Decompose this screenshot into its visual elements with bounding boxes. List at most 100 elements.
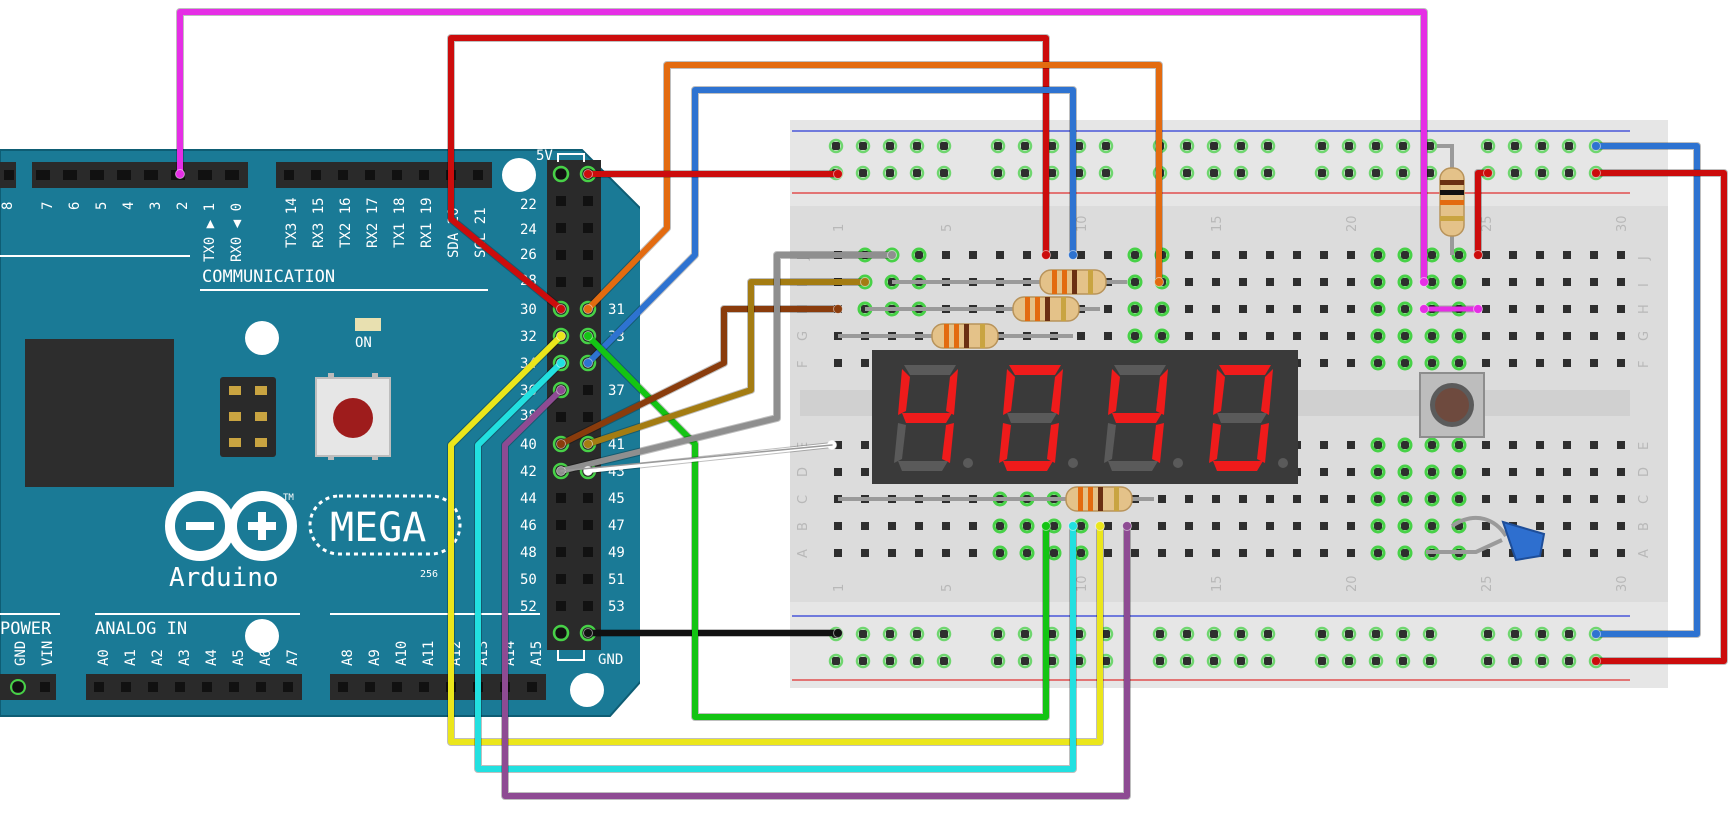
pushbutton[interactable] <box>1419 372 1485 438</box>
breadboard-hole <box>1590 332 1598 340</box>
column-number: 30 <box>1615 575 1630 592</box>
wire-yellow[interactable] <box>448 333 1103 745</box>
wire-end <box>583 628 593 638</box>
pin-label: TX2 16 <box>338 197 354 248</box>
wire-red-rail[interactable] <box>1593 170 1727 664</box>
wire-gray[interactable] <box>558 252 895 474</box>
breadboard-hole <box>1590 278 1598 286</box>
breadboard-hole <box>1536 468 1544 476</box>
breadboard-hole-active <box>1370 355 1386 371</box>
pin-label: A7 <box>285 649 301 666</box>
breadboard-hole-active <box>1424 518 1440 534</box>
pin-label: RX2 17 <box>365 197 381 248</box>
reset-button[interactable] <box>315 373 391 460</box>
breadboard-hole <box>1426 630 1434 638</box>
column-number: 25 <box>1480 215 1495 232</box>
breadboard-hole <box>1426 657 1434 665</box>
rail-hole-active <box>1233 653 1249 669</box>
breadboard-hole <box>1372 142 1380 150</box>
breadboard-hole <box>994 169 1002 177</box>
wire-brown[interactable] <box>558 306 841 447</box>
wire-end <box>556 331 566 341</box>
breadboard-hole <box>1320 332 1328 340</box>
wire-end <box>175 169 185 179</box>
display-digits <box>894 365 1288 471</box>
rail-hole-active <box>1395 138 1411 154</box>
wire-magenta[interactable] <box>177 9 1427 285</box>
breadboard-hole-active <box>1451 355 1467 371</box>
breadboard-hole <box>1264 169 1272 177</box>
on-led <box>355 318 381 331</box>
wire-cyan[interactable] <box>475 360 1076 772</box>
rail-hole-active <box>1561 626 1577 642</box>
breadboard-hole-active <box>1370 274 1386 290</box>
rail-hole-active <box>855 165 871 181</box>
wire-green[interactable] <box>585 333 1049 720</box>
breadboard-hole <box>1426 142 1434 150</box>
five-v-label: 5V <box>536 148 553 164</box>
wire-purple[interactable] <box>502 387 1130 799</box>
breadboard-hole <box>1102 630 1110 638</box>
pin-label: A8 <box>340 649 356 666</box>
pin-socket <box>283 682 293 692</box>
breadboard-hole <box>1455 495 1463 503</box>
pin-label: A5 <box>231 649 247 666</box>
breadboard-hole <box>1590 359 1598 367</box>
wire-red[interactable] <box>448 35 1049 312</box>
breadboard-hole-active <box>1397 355 1413 371</box>
breadboard-hole <box>1075 657 1083 665</box>
rail-hole-active <box>855 626 871 642</box>
breadboard-hole <box>913 657 921 665</box>
wire-olive[interactable] <box>585 279 868 447</box>
breadboard-hole <box>1185 305 1193 313</box>
wire-orange[interactable] <box>585 62 1162 312</box>
breadboard-hole-active <box>1370 518 1386 534</box>
breadboard-hole <box>1617 251 1625 259</box>
wire-blue[interactable] <box>585 87 1076 366</box>
pin-socket <box>67 170 77 180</box>
pin-active <box>552 165 570 183</box>
breadboard-hole <box>1401 522 1409 530</box>
breadboard-hole <box>1104 332 1112 340</box>
wire-blue-rail[interactable] <box>1593 143 1700 637</box>
breadboard-hole <box>1077 522 1085 530</box>
pin-label: 51 <box>608 572 625 588</box>
pin-socket <box>392 682 402 692</box>
breadboard-hole <box>1239 278 1247 286</box>
breadboard-hole <box>1183 169 1191 177</box>
pin-label: 53 <box>608 599 625 615</box>
breadboard-hole-active <box>1397 247 1413 263</box>
pin-label: RX3 15 <box>311 197 327 248</box>
breadboard-hole <box>1455 332 1463 340</box>
breadboard-hole-active <box>1397 437 1413 453</box>
breadboard-hole <box>1401 278 1409 286</box>
breadboard-hole <box>1210 169 1218 177</box>
on-label: ON <box>355 335 372 351</box>
wire-end <box>1068 250 1078 260</box>
breadboard-hole <box>859 142 867 150</box>
breadboard-hole <box>1372 657 1380 665</box>
rail-hole-active <box>1341 138 1357 154</box>
breadboard-hole <box>1374 549 1382 557</box>
rail-hole-active <box>1098 138 1114 154</box>
pin-socket <box>583 196 593 206</box>
breadboard-hole-active <box>1370 491 1386 507</box>
column-number: 25 <box>1480 575 1495 592</box>
pin-active <box>579 327 597 345</box>
breadboard-hole <box>888 522 896 530</box>
digit-segment <box>1219 365 1271 375</box>
rail-hole-active <box>882 653 898 669</box>
icsp-pins <box>229 386 267 447</box>
row-letter: C <box>796 495 811 504</box>
pin-socket <box>392 170 402 180</box>
wire-end <box>556 304 566 314</box>
wire-end <box>1041 521 1051 531</box>
pin-socket <box>229 170 239 180</box>
row-letter: A <box>796 549 811 558</box>
wire-end <box>1095 521 1105 531</box>
resistors <box>838 144 1465 512</box>
brand-label: Arduino <box>169 563 279 593</box>
pin-label: 7 <box>40 202 56 210</box>
breadboard-hole <box>1156 657 1164 665</box>
pin-label: A0 <box>96 649 112 666</box>
